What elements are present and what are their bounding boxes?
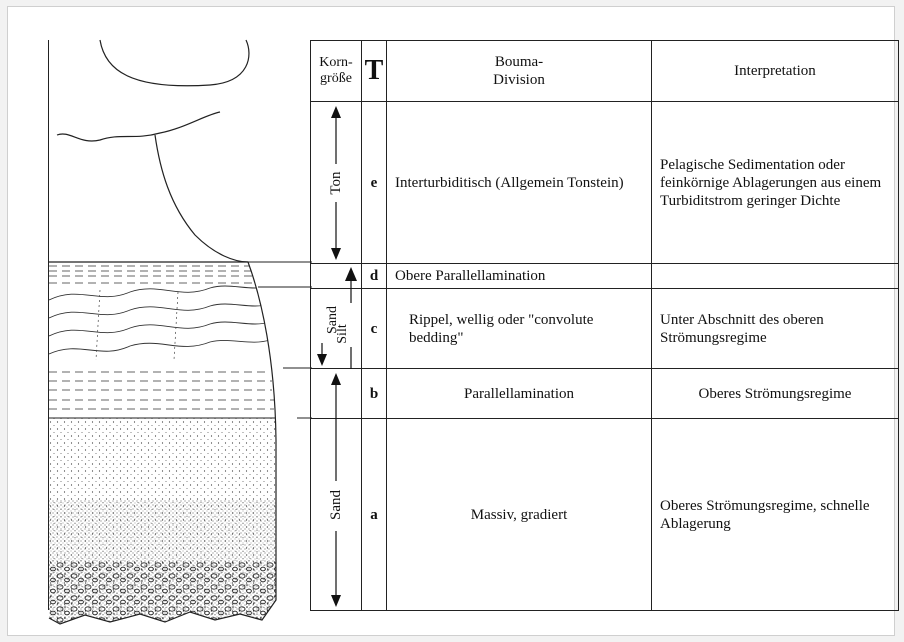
grain-sand-cell: Sand <box>311 419 362 611</box>
header-interpretation: Interpretation <box>652 41 899 102</box>
header-bouma-division: Bouma- Division <box>387 41 652 102</box>
division-a: Massiv, gradiert <box>387 419 652 611</box>
table-row: b Parallellamination Oberes Strömungsreg… <box>311 369 899 419</box>
grain-ton-cell: Ton <box>311 102 362 264</box>
interpretation-d <box>652 264 899 289</box>
interpretation-c: Unter Abschnitt des oberen Strömungsregi… <box>652 289 899 369</box>
bouma-table: Korn-größe T Bouma- Division Interpretati… <box>310 40 899 611</box>
up-arrow-icon <box>311 264 361 289</box>
header-korngroesse: Korn-größe <box>311 41 362 102</box>
interpretation-b: Oberes Strömungsregime <box>652 369 899 419</box>
table-row: Sand Silt c Rippel, wellig oder "convolu… <box>311 289 899 369</box>
grain-silt-label: Silt <box>334 314 352 354</box>
division-c: Rippel, wellig oder "convolute bedding" <box>387 289 652 369</box>
header-korngroesse-line2: größe <box>320 71 352 86</box>
table-row: Sand a Massiv, gradiert Oberes Strömungs… <box>311 419 899 611</box>
grain-ton-label: Ton <box>327 171 345 194</box>
row-id-c: c <box>362 289 387 369</box>
division-b: Parallellamination <box>387 369 652 419</box>
table-row: d Obere Parallellamination <box>311 264 899 289</box>
grain-sand-label: Sand <box>327 490 345 520</box>
row-id-b: b <box>362 369 387 419</box>
row-id-e: e <box>362 102 387 264</box>
grain-silt-cell: Sand Silt <box>311 289 362 369</box>
row-id-d: d <box>362 264 387 289</box>
grain-d-cell <box>311 264 362 289</box>
interpretation-e: Pelagische Sedimentation oder feinkörnig… <box>652 102 899 264</box>
grain-b-cell <box>311 369 362 419</box>
header-bouma-line2: Division <box>493 72 545 88</box>
interpretation-a: Oberes Strömungsregime, schnelle Ablager… <box>652 419 899 611</box>
header-korngroesse-line1: Korn- <box>319 55 352 70</box>
division-e: Interturbiditisch (Allgemein Tonstein) <box>387 102 652 264</box>
row-id-a: a <box>362 419 387 611</box>
header-bouma-line1: Bouma- <box>495 54 543 70</box>
table-row: Ton e Interturbiditisch (Allgemein Tonst… <box>311 102 899 264</box>
division-d: Obere Parallellamination <box>387 264 652 289</box>
table-header-row: Korn-größe T Bouma- Division Interpretati… <box>311 41 899 102</box>
header-t: T <box>362 41 387 102</box>
up-arrow-icon <box>311 369 361 419</box>
column-left-edge <box>48 40 49 610</box>
